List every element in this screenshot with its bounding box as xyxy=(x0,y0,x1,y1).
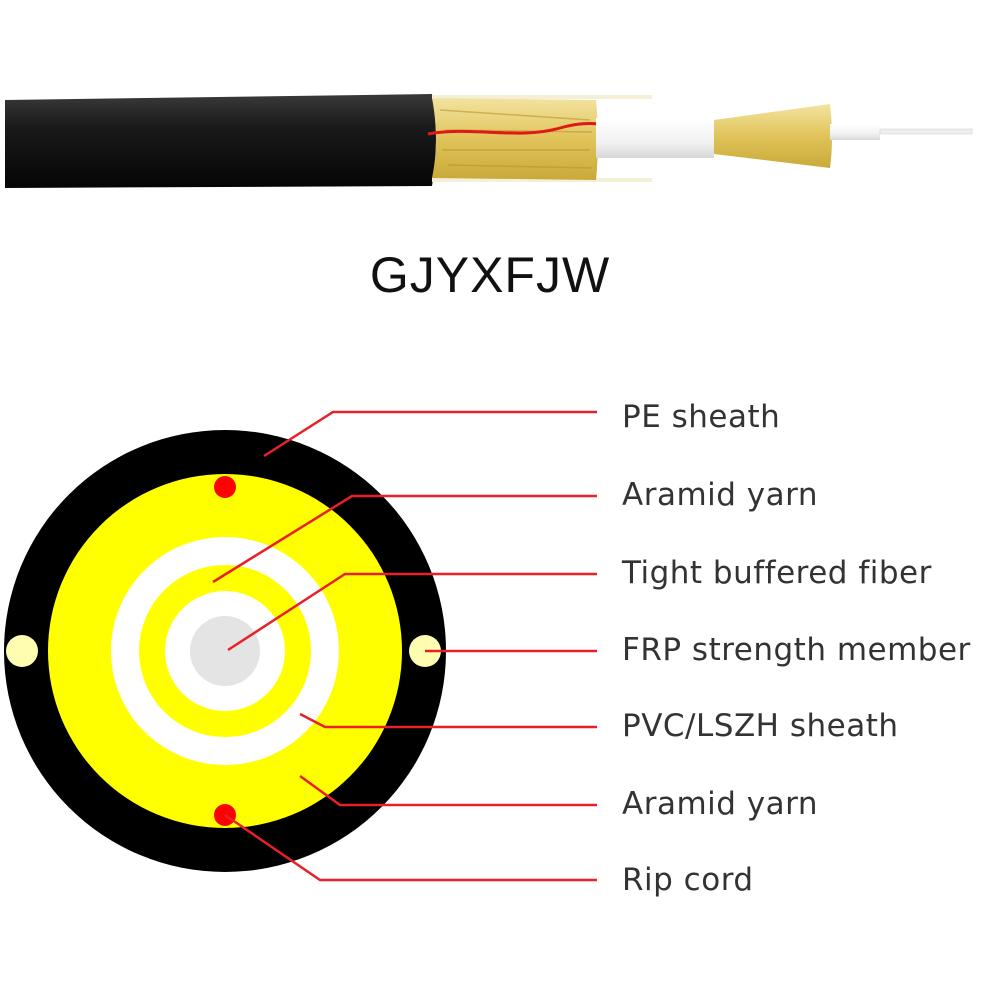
bare-fiber xyxy=(879,128,973,135)
pe-jacket xyxy=(5,94,436,188)
label-frp-strength-member: FRP strength member xyxy=(622,632,971,668)
fiber-core xyxy=(190,616,260,686)
frp-member-left xyxy=(6,635,38,667)
leader-aramid-yarn-inner xyxy=(212,494,597,584)
inner-sheath-white xyxy=(596,118,714,158)
label-aramid-yarn-2: Aramid yarn xyxy=(622,786,818,822)
leader-rip-cord xyxy=(224,813,597,882)
leader-pe-sheath xyxy=(263,410,597,458)
frp-rod-bottom xyxy=(432,178,652,182)
frp-rod-top xyxy=(432,95,652,99)
leader-pvc-lszh-sheath xyxy=(299,712,597,729)
cross-section xyxy=(4,410,597,882)
cable-side-view xyxy=(5,94,973,188)
rip-cord-dot-top xyxy=(214,476,236,498)
inner-aramid-bundle xyxy=(714,104,832,168)
label-tight-buffered-fiber: Tight buffered fiber xyxy=(622,555,932,591)
model-title: GJYXFJW xyxy=(369,247,611,303)
label-pe-sheath: PE sheath xyxy=(622,399,781,435)
label-rip-cord: Rip cord xyxy=(622,862,754,898)
label-pvc-lszh-sheath: PVC/LSZH sheath xyxy=(622,708,899,744)
leader-tight-buffered-fiber xyxy=(227,572,597,652)
leader-aramid-yarn-outer xyxy=(299,774,597,807)
label-aramid-yarn-1: Aramid yarn xyxy=(622,477,818,513)
tight-buffer-tube xyxy=(830,124,880,140)
